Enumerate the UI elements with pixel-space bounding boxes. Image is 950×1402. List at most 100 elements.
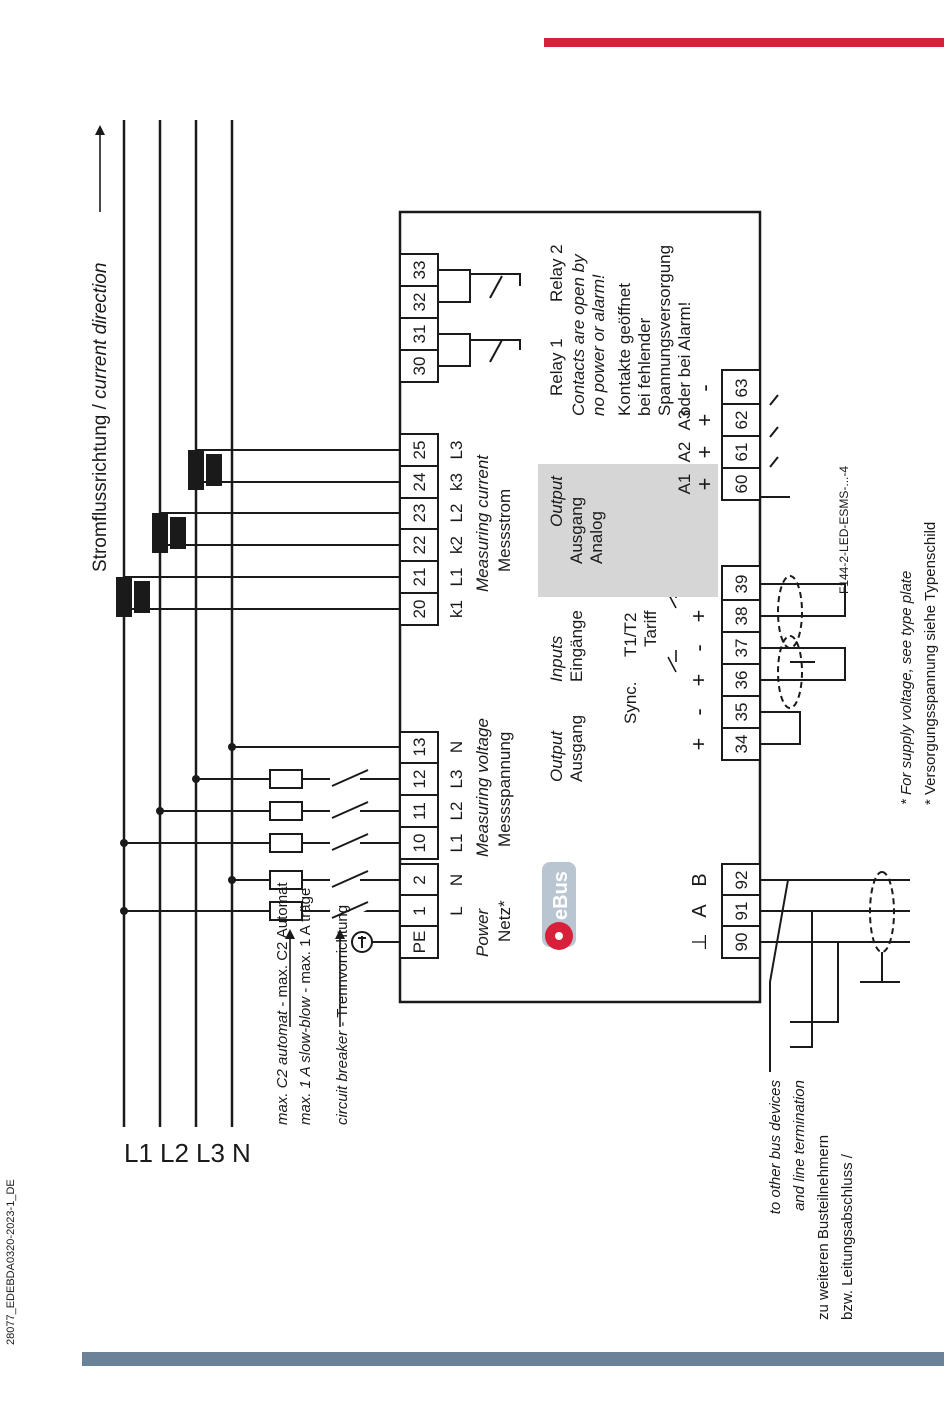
ct-l3-outer — [188, 450, 204, 490]
terminal-60: 60 — [732, 475, 751, 494]
fuse-note-line2: max. 1 A slow-blow - max. 1 A träge — [297, 888, 314, 1125]
terminal-22: 22 — [410, 536, 429, 555]
svg-text:Messspannung: Messspannung — [495, 732, 514, 847]
terminal-38: 38 — [732, 607, 751, 626]
io-wiring — [760, 394, 846, 745]
junction-dots — [120, 743, 236, 915]
svg-text:Contacts are open by: Contacts are open by — [569, 253, 588, 416]
terminal-strip-right — [721, 369, 761, 959]
svg-text:Inputs: Inputs — [547, 635, 566, 682]
svg-text:L2: L2 — [447, 504, 466, 523]
measuring-current-labels: k1 L1 k2 L2 k3 L3 Measuring current Mess… — [447, 441, 514, 618]
svg-text:L: L — [447, 906, 466, 915]
svg-text:-: - — [692, 384, 717, 391]
ct-l2-outer — [152, 513, 168, 553]
ct-l1-inner — [134, 581, 150, 613]
svg-text:k3: k3 — [447, 473, 466, 491]
svg-text:Tariff: Tariff — [641, 610, 660, 647]
current-transformers — [116, 450, 222, 617]
phase-lines — [122, 120, 234, 1127]
terminal-numbers-left: PE 1 2 10 11 12 13 20 21 22 23 24 25 30 … — [410, 261, 429, 954]
power-labels: L N Power Netz* — [447, 874, 514, 957]
svg-text:Spannungsversorgung: Spannungsversorgung — [655, 245, 674, 416]
ct-l3-inner — [206, 454, 222, 486]
terminal-90: 90 — [732, 933, 751, 952]
svg-text:Sync.: Sync. — [621, 681, 640, 724]
bus-note-line3: zu weiteren Busteilnehmern — [815, 1135, 832, 1320]
inputs-labels: Inputs Eingänge Sync. T1/T2 Tariff + - +… — [547, 580, 711, 724]
svg-text:k1: k1 — [447, 600, 466, 618]
terminal-1: 1 — [410, 906, 429, 915]
bus-note-line1: to other bus devices — [767, 1080, 784, 1215]
svg-text:no power or alarm!: no power or alarm! — [589, 274, 608, 416]
svg-text:L2: L2 — [447, 802, 466, 821]
svg-text:-: - — [686, 708, 711, 715]
current-wiring — [124, 449, 400, 610]
fuse-note-line1: max. C2 automat - max. C2 Automat — [274, 882, 291, 1125]
svg-text:B: B — [689, 873, 711, 886]
document-id: 28077_EDEBDA0320-2023-1_DE — [5, 1179, 17, 1345]
svg-text:+: + — [686, 738, 711, 751]
svg-text:+: + — [686, 610, 711, 623]
svg-text:Analog: Analog — [587, 511, 606, 564]
svg-text:A1: A1 — [675, 474, 694, 495]
model-code: F144-2-LED-ESMS-...-4 — [837, 466, 851, 594]
svg-text:Measuring current: Measuring current — [473, 454, 492, 592]
terminal-32: 32 — [410, 293, 429, 312]
svg-text:A3: A3 — [675, 410, 694, 431]
svg-text:L1: L1 — [447, 834, 466, 853]
svg-text:L3: L3 — [447, 770, 466, 789]
svg-text:Output: Output — [547, 730, 566, 782]
bus-notes: to other bus devices and line terminatio… — [767, 1080, 856, 1320]
svg-text:bei fehlender: bei fehlender — [635, 317, 654, 416]
bus-wiring — [760, 871, 910, 1072]
terminal-23: 23 — [410, 504, 429, 523]
svg-text:Netz*: Netz* — [495, 900, 514, 942]
terminal-strip-left — [399, 253, 439, 959]
phase-label-3: L3 — [196, 1138, 225, 1168]
svg-text:+: + — [692, 414, 717, 427]
output-pulse-labels: Output Ausgang + - — [547, 708, 711, 782]
svg-text:Messstrom: Messstrom — [495, 489, 514, 572]
svg-text:T1/T2: T1/T2 — [621, 613, 640, 657]
bus-note-line2: and line termination — [791, 1080, 808, 1211]
supply-note-de: * Versorgungsspannung siehe Typenschild — [922, 522, 939, 805]
svg-text:-: - — [686, 644, 711, 651]
svg-text:Power: Power — [473, 907, 492, 957]
terminal-33: 33 — [410, 261, 429, 280]
svg-text:Measuring voltage: Measuring voltage — [473, 718, 492, 857]
terminal-61: 61 — [732, 443, 751, 462]
fuse-notes: max. C2 automat - max. C2 Automat max. 1… — [274, 882, 351, 1125]
terminal-20: 20 — [410, 600, 429, 619]
svg-text:+: + — [692, 478, 717, 491]
terminal-35: 35 — [732, 703, 751, 722]
svg-text:Kontakte geöffnet: Kontakte geöffnet — [615, 283, 634, 416]
terminal-11: 11 — [410, 802, 429, 820]
terminal-92: 92 — [732, 871, 751, 890]
svg-text:L3: L3 — [447, 441, 466, 460]
current-direction-label: Stromflussrichtung / current direction — [90, 263, 111, 572]
fuse-note-line3: circuit breaker - Trennvorrichtung — [334, 905, 351, 1125]
svg-text:Eingänge: Eingänge — [567, 610, 586, 682]
svg-text:Output: Output — [547, 475, 566, 527]
terminal-21: 21 — [410, 568, 429, 587]
phase-label-1: L1 — [124, 1138, 153, 1168]
supply-notes: * For supply voltage, see type plate * V… — [898, 522, 939, 805]
terminal-pe: PE — [410, 931, 429, 954]
svg-text:A: A — [689, 904, 711, 918]
svg-text:A2: A2 — [675, 442, 694, 463]
terminal-12: 12 — [410, 770, 429, 789]
bus-labels: ⊥ A B — [689, 873, 711, 950]
terminal-31: 31 — [410, 325, 429, 344]
relay-contacts — [438, 269, 521, 367]
svg-text:Ausgang: Ausgang — [567, 497, 586, 564]
ct-l1-outer — [116, 577, 132, 617]
supply-note-en: * For supply voltage, see type plate — [898, 571, 915, 805]
terminal-2: 2 — [410, 875, 429, 884]
terminal-37: 37 — [732, 639, 751, 658]
terminal-30: 30 — [410, 357, 429, 376]
terminal-62: 62 — [732, 411, 751, 430]
terminal-34: 34 — [732, 735, 751, 754]
svg-text:+: + — [692, 446, 717, 459]
